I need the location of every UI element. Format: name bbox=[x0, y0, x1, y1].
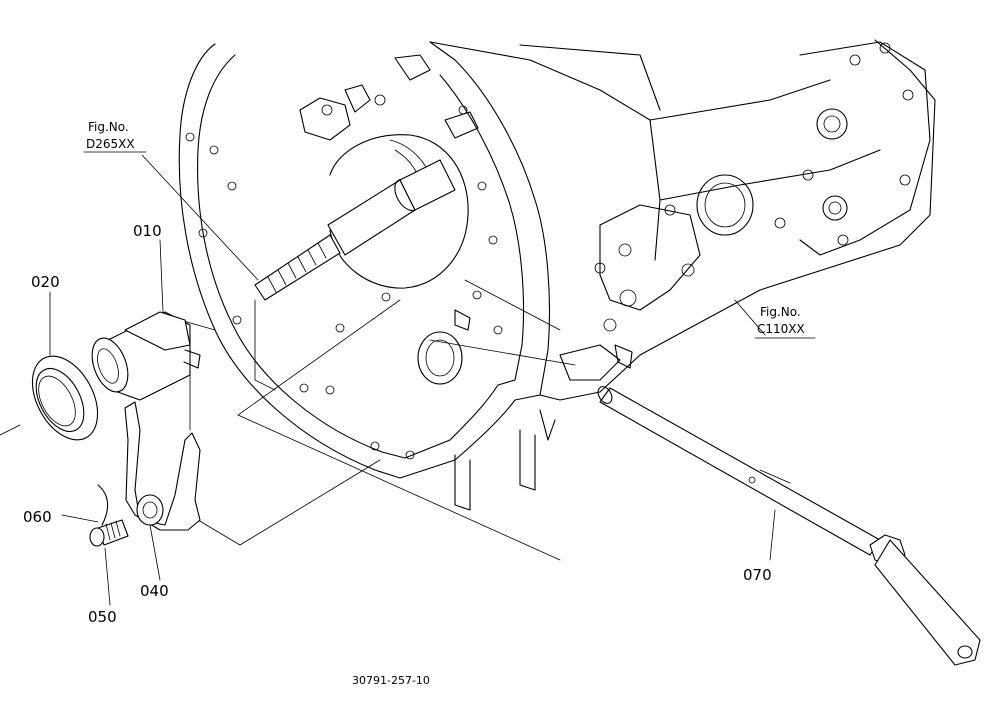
leader-040 bbox=[149, 524, 161, 581]
part-010-release-bearing bbox=[91, 311, 201, 401]
label-part-050: 050 bbox=[88, 608, 117, 626]
leader-010 bbox=[159, 239, 164, 313]
part-020-seal-ring bbox=[0, 355, 99, 441]
label-part-060: 060 bbox=[23, 508, 52, 526]
leader-050 bbox=[104, 547, 111, 606]
reference-d265-line2: D265XX bbox=[86, 137, 135, 151]
reference-d265-line1: Fig.No. bbox=[88, 120, 129, 134]
leader-070 bbox=[769, 509, 776, 561]
transmission-housing bbox=[178, 39, 936, 561]
figure-reference-c110: Fig.No. C110XX bbox=[754, 305, 816, 339]
part-070-shift-shaft bbox=[597, 386, 981, 666]
leader-lines bbox=[49, 154, 776, 606]
label-part-040: 040 bbox=[140, 582, 169, 600]
leader-d265 bbox=[141, 154, 259, 281]
part-040-release-fork bbox=[124, 361, 201, 531]
label-part-070: 070 bbox=[743, 566, 772, 584]
part-060-spring-wire bbox=[97, 484, 109, 526]
reference-c110-line1: Fig.No. bbox=[760, 305, 801, 319]
label-part-020: 020 bbox=[31, 273, 60, 291]
label-part-010: 010 bbox=[133, 222, 162, 240]
part-050-bolt bbox=[89, 519, 129, 547]
reference-c110-line2: C110XX bbox=[757, 322, 805, 336]
part-labels: 010 020 060 040 050 070 bbox=[23, 222, 772, 626]
figure-reference-d265: Fig.No. D265XX bbox=[83, 120, 147, 153]
drawing-code: 30791-257-10 bbox=[352, 674, 430, 687]
leader-c110 bbox=[734, 299, 766, 336]
splined-shaft bbox=[254, 159, 456, 301]
leader-060 bbox=[61, 514, 99, 523]
